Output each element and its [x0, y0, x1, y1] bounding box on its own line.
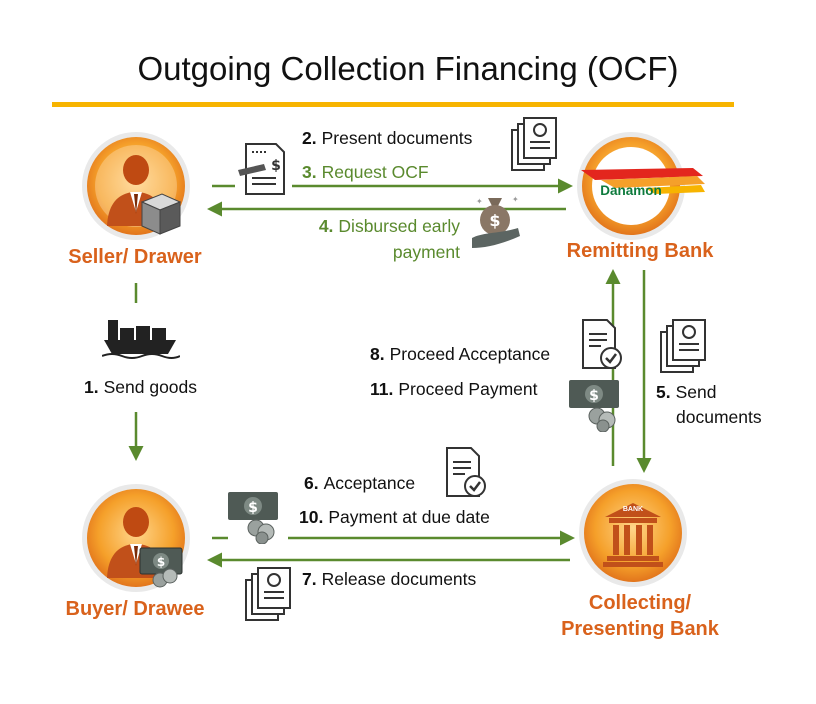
buyer-label: Buyer/ Drawee: [65, 598, 205, 620]
step-6-label: 6.Acceptance: [304, 472, 415, 494]
svg-text:✦: ✦: [476, 197, 483, 206]
step-2-number: 2.: [302, 128, 317, 148]
certificate-documents-icon: [245, 567, 291, 621]
document-check-icon: [582, 319, 622, 369]
svg-text:$: $: [489, 211, 500, 230]
certificate-documents-icon: [511, 117, 557, 171]
step-10-number: 10.: [299, 507, 324, 527]
cargo-ship-icon: [102, 320, 180, 359]
step-3-text: Request OCF: [321, 162, 429, 182]
bank-sign-text: BANK: [622, 506, 644, 513]
collecting-bank-label: Collecting/ Presenting Bank: [540, 590, 740, 642]
seller-node: [80, 130, 192, 247]
invoice-pen-icon: $: [238, 143, 285, 195]
bank-building-icon: [579, 479, 687, 587]
buyer-node: $: [80, 482, 192, 599]
document-check-icon: [446, 447, 486, 497]
step-3-number: 3.: [302, 162, 317, 182]
step-10-label: 10.Payment at due date: [299, 506, 490, 528]
businessman-with-cash-icon: $: [82, 484, 190, 592]
step-3-label: 3.Request OCF: [302, 161, 429, 183]
collecting-bank-label-line2: Presenting Bank: [561, 618, 719, 640]
step-1-number: 1.: [84, 377, 99, 397]
danamon-logo: [577, 132, 705, 240]
step-1-label: 1.Send goods: [84, 376, 197, 398]
businessman-with-box-icon: [82, 132, 190, 240]
step-4-text-line1: Disbursed early: [338, 216, 460, 236]
step-4-number: 4.: [318, 216, 334, 236]
collecting-bank-label-line1: Collecting/: [588, 592, 692, 614]
title-underline: [52, 102, 734, 107]
step-11-number: 11.: [370, 379, 394, 399]
step-6-number: 6.: [304, 473, 319, 493]
svg-text:$: $: [589, 388, 599, 404]
step-4-label: 4.Disbursed early payment: [300, 215, 460, 263]
danamon-logo-text: Danamon: [600, 183, 662, 198]
step-10-text: Payment at due date: [328, 507, 490, 527]
step-5-number: 5.: [656, 382, 671, 402]
step-4-text-line2: payment: [392, 242, 460, 262]
cash-coins-icon: $: [569, 380, 619, 432]
step-2-text: Present documents: [321, 128, 473, 148]
step-8-number: 8.: [370, 344, 385, 364]
step-7-number: 7.: [302, 569, 317, 589]
page-title: Outgoing Collection Financing (OCF): [137, 50, 679, 87]
svg-text:$: $: [271, 158, 281, 174]
step-11-text: Proceed Payment: [398, 379, 538, 399]
step-8-label: 8.Proceed Acceptance: [370, 343, 550, 365]
svg-text:$: $: [248, 500, 258, 516]
step-8-text: Proceed Acceptance: [389, 344, 551, 364]
step-7-label: 7.Release documents: [302, 568, 476, 590]
step-2-label: 2.Present documents: [302, 127, 472, 149]
step-5-label: 5.Send documents: [656, 381, 762, 428]
svg-text:✦: ✦: [512, 195, 519, 204]
step-11-label: 11.Proceed Payment: [370, 378, 537, 400]
step-1-text: Send goods: [103, 377, 198, 397]
money-bag-hand-icon: $ ✦ ✦: [472, 195, 520, 248]
step-6-text: Acceptance: [323, 473, 416, 493]
certificate-documents-icon: [660, 319, 706, 373]
step-5-text-line2: documents: [676, 407, 762, 427]
cash-coins-icon: $: [228, 492, 278, 544]
step-7-text: Release documents: [321, 569, 477, 589]
svg-text:$: $: [157, 555, 165, 569]
step-5-text-line1: Send: [675, 382, 717, 402]
remitting-bank-node: Danamon: [575, 130, 707, 247]
remitting-bank-label: Remitting Bank: [566, 240, 714, 262]
collecting-bank-node: BANK: [577, 477, 689, 594]
seller-label: Seller/ Drawer: [68, 246, 202, 268]
